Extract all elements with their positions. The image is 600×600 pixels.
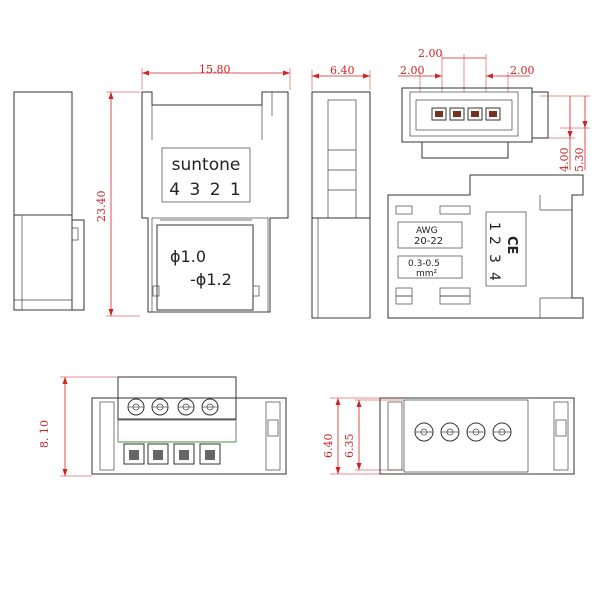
pin-number-1: 1 [486,222,502,231]
mm-range: 0.3-0.5 [408,259,440,269]
dim-height-5-30: 5.30 [573,148,586,173]
dim-width-6-40: 6.40 [330,64,355,77]
terminal-holes-right [414,422,512,442]
wire-diameter-max: -ϕ1.2 [190,270,232,289]
pin-number-3: 3 [486,254,502,263]
side-view-right: 6.40 [311,64,371,319]
brand-name: suntone [172,155,241,175]
dim-pitch-right: 2.00 [510,64,535,77]
awg-title: AWG [416,226,438,236]
dim-height-6-40: 6.40 [322,434,335,459]
front-view: 15.80 23.40 suntone 4 3 2 1 ϕ1.0 -ϕ1.2 [95,63,291,317]
terminal-holes-left [127,398,219,416]
pin-number-4: 4 [486,272,502,281]
mm-unit: mm² [416,269,438,279]
side-view-left [13,91,85,311]
dim-pitch-top: 2.00 [418,47,443,60]
wire-diameter-min: ϕ1.0 [170,247,206,266]
pin-order: 4 3 2 1 [169,180,242,200]
pin-number-2: 2 [486,236,502,245]
dim-height-8-10: 8. 10 [38,420,51,448]
top-view: 2.00 2.00 2.00 [398,47,590,172]
dim-height-4-00: 4.00 [558,148,571,173]
awg-range: 20-22 [414,236,443,247]
dim-width-15-80: 15.80 [199,63,231,76]
dim-height-23-40: 23.40 [95,191,108,223]
contact-row [123,443,221,465]
dim-pitch-left: 2.00 [400,64,425,77]
ce-mark: CE [504,236,519,254]
terminal-view-right: 6.40 6.35 [322,397,575,475]
top-pins [431,107,501,121]
back-view: AWG 20-22 0.3-0.5 mm² 1 2 3 4 CE [387,174,584,319]
dim-height-6-35: 6.35 [343,434,356,459]
terminal-view-left: 8. 10 [38,376,287,477]
